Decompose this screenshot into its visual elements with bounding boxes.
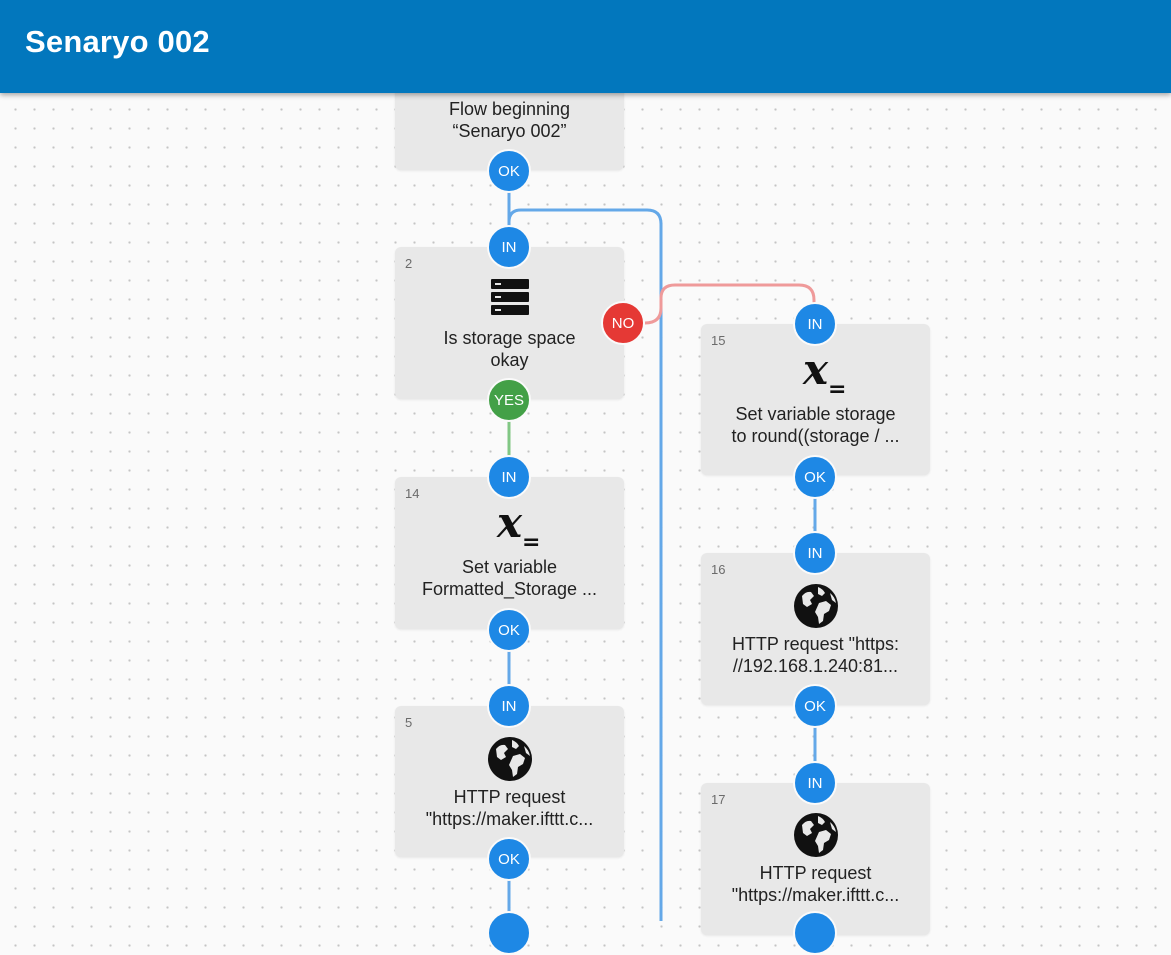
connection-wires [507, 190, 817, 921]
node-14-set-variable[interactable]: 14 x= Set variable Formatted_Storage ... [395, 477, 624, 629]
node-label: Is storage space okay [443, 328, 576, 370]
storage-icon [395, 279, 624, 315]
node-number: 16 [711, 562, 726, 577]
node-label: Flow beginning “Senaryo 002” [448, 99, 571, 141]
set-variable-icon: x= [496, 498, 541, 556]
globe-icon [701, 812, 930, 858]
globe-icon [701, 583, 930, 629]
set-variable-icon: x= [802, 345, 847, 403]
node-label: HTTP request "https://maker.ifttt.c... [731, 863, 900, 905]
in-port[interactable]: IN [487, 455, 531, 499]
wire-no-to-15 [644, 283, 816, 325]
node-number: 14 [405, 486, 420, 501]
node-15-set-variable[interactable]: 15 x= Set variable storage to round((sto… [701, 324, 930, 475]
ok-port[interactable]: OK [793, 455, 837, 499]
ok-port-partial[interactable] [793, 911, 837, 955]
globe-icon [395, 736, 624, 782]
ok-port[interactable]: OK [793, 684, 837, 728]
node-label: Set variable Formatted_Storage ... [421, 557, 598, 599]
in-port-partial[interactable] [487, 911, 531, 955]
node-5-http-request[interactable]: 5 HTTP request "https://maker.ifttt.c... [395, 706, 624, 857]
ok-port[interactable]: OK [487, 149, 531, 193]
node-number: 2 [405, 256, 413, 271]
page-title: Senaryo 002 [25, 24, 210, 59]
node-17-http-request[interactable]: 17 HTTP request "https://maker.ifttt.c..… [701, 783, 930, 935]
in-port[interactable]: IN [793, 302, 837, 346]
ok-port[interactable]: OK [487, 837, 531, 881]
in-port[interactable]: IN [487, 225, 531, 269]
node-number: 15 [711, 333, 726, 348]
in-port[interactable]: IN [793, 761, 837, 805]
in-port[interactable]: IN [487, 684, 531, 728]
node-16-http-request[interactable]: 16 HTTP request "https: //192.168.1.240:… [701, 553, 930, 705]
ok-port[interactable]: OK [487, 608, 531, 652]
node-label: HTTP request "https://maker.ifttt.c... [425, 787, 594, 829]
node-number: 5 [405, 715, 413, 730]
in-port[interactable]: IN [793, 531, 837, 575]
app-bar: Senaryo 002 [0, 0, 1171, 93]
node-label: HTTP request "https: //192.168.1.240:81.… [731, 634, 900, 676]
node-number: 17 [711, 792, 726, 807]
node-2-condition[interactable]: 2 Is storage space okay [395, 247, 624, 399]
wire-loop-back [507, 208, 663, 921]
no-port[interactable]: NO [601, 301, 645, 345]
node-label: Set variable storage to round((storage /… [731, 404, 900, 446]
yes-port[interactable]: YES [487, 378, 531, 422]
